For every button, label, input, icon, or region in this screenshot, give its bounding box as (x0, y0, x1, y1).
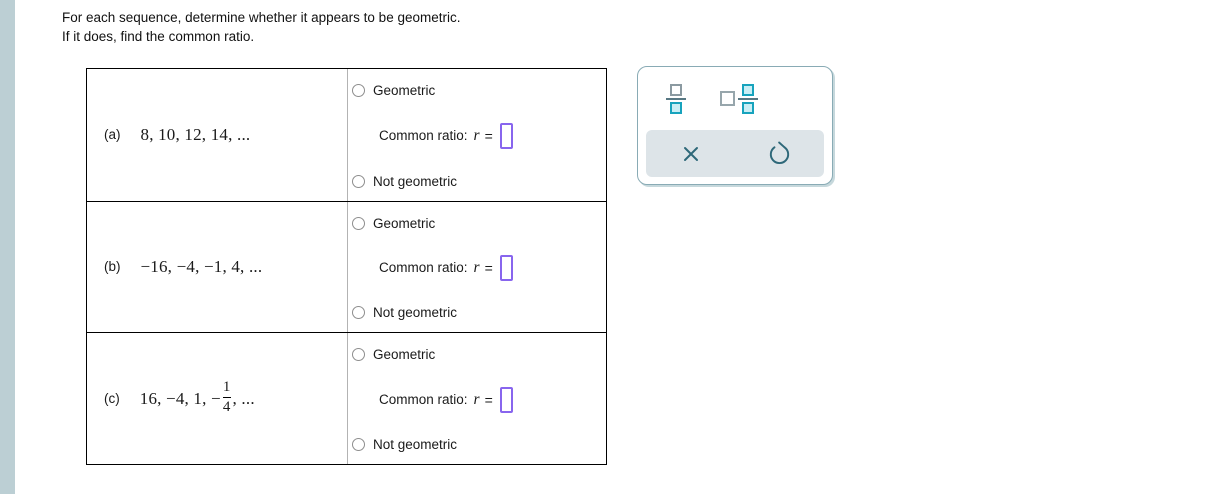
sequence-a: 8, 10, 12, 14, ... (140, 124, 251, 144)
not-geometric-label-c: Not geometric (373, 436, 458, 452)
options-cell-a: Geometric Common ratio: r = Not geometri… (348, 69, 606, 201)
ratio-variable-b: r (473, 258, 480, 276)
left-decoration-bar (0, 0, 15, 494)
fraction-numerator-box-icon (670, 83, 682, 96)
fraction-denominator-box-icon (670, 101, 682, 114)
geometric-label-b: Geometric (373, 215, 436, 231)
fraction-template-icon (666, 83, 686, 114)
sequence-b: −16, −4, −1, 4, ... (140, 256, 263, 276)
not-geometric-radio-a[interactable] (352, 174, 365, 188)
common-ratio-label-b: Common ratio: (379, 260, 468, 276)
common-ratio-line-b: Common ratio: r = (352, 254, 600, 281)
not-geometric-radio-c[interactable] (352, 437, 365, 451)
problem-label-c: (c) (104, 391, 120, 407)
not-geometric-label-a: Not geometric (373, 173, 458, 189)
geometric-label-a: Geometric (373, 83, 436, 98)
sequence-c-before: 16, −4, 1, − (139, 388, 221, 408)
problem-label-b: (b) (104, 259, 121, 275)
problem-row-a: (a) 8, 10, 12, 14, ... Geometric Common … (87, 69, 606, 201)
problem-label-a: (a) (104, 127, 121, 143)
common-ratio-input-c[interactable] (499, 386, 513, 413)
common-ratio-input-a[interactable] (499, 122, 513, 149)
math-toolbox (637, 66, 833, 185)
ratio-variable-c: r (473, 390, 480, 408)
options-cell-c: Geometric Common ratio: r = Not geometri… (348, 333, 606, 464)
undo-icon (769, 141, 790, 165)
undo-button[interactable] (735, 130, 824, 177)
fraction-denominator: 4 (222, 399, 231, 416)
mixed-fraction-bar-icon (738, 97, 758, 100)
sequence-cell-c: (c) 16, −4, 1, − 1 4 , ... (87, 333, 348, 464)
geometric-radio-a[interactable] (352, 84, 365, 97)
geometric-label-c: Geometric (373, 347, 436, 363)
equals-sign-c: = (484, 391, 493, 408)
toolbox-action-strip (646, 130, 824, 177)
options-cell-b: Geometric Common ratio: r = Not geometri… (348, 202, 606, 333)
toolbox-templates-row (638, 67, 832, 130)
sequence-c: 16, −4, 1, − 1 4 , ... (139, 379, 255, 416)
sequence-c-after: , ... (232, 388, 255, 408)
equals-sign-b: = (484, 259, 493, 276)
sequence-cell-a: (a) 8, 10, 12, 14, ... (87, 69, 348, 201)
problem-row-c: (c) 16, −4, 1, − 1 4 , ... Geometric (87, 332, 606, 464)
equals-sign-a: = (484, 127, 493, 144)
mixed-number-template-icon (720, 83, 758, 114)
geometric-option-c[interactable]: Geometric (352, 347, 600, 362)
question-text: For each sequence, determine whether it … (62, 9, 460, 46)
fraction-bar-icon (666, 97, 686, 100)
problem-row-b: (b) −16, −4, −1, 4, ... Geometric Common… (87, 200, 606, 333)
mixed-number-template-button[interactable] (718, 82, 760, 116)
fraction-numerator: 1 (222, 379, 231, 396)
whole-number-box-icon (720, 91, 735, 106)
mixed-fraction-icon (738, 83, 758, 114)
common-ratio-line-c: Common ratio: r = (352, 386, 600, 413)
common-ratio-line-a: Common ratio: r = (352, 122, 600, 149)
ratio-variable-a: r (473, 126, 480, 144)
not-geometric-option-c[interactable]: Not geometric (352, 437, 600, 452)
problems-table: (a) 8, 10, 12, 14, ... Geometric Common … (86, 68, 607, 465)
sequence-c-fraction: 1 4 (222, 379, 231, 416)
fraction-bar (222, 397, 231, 399)
fraction-template-button[interactable] (664, 82, 688, 116)
geometric-radio-b[interactable] (352, 216, 365, 230)
common-ratio-label-c: Common ratio: (379, 392, 468, 408)
not-geometric-option-a[interactable]: Not geometric (352, 174, 600, 189)
common-ratio-label-a: Common ratio: (379, 128, 468, 144)
clear-button[interactable] (646, 130, 735, 177)
geometric-option-b[interactable]: Geometric (352, 216, 600, 231)
not-geometric-radio-b[interactable] (352, 306, 365, 320)
geometric-radio-c[interactable] (352, 348, 365, 362)
mixed-numerator-box-icon (742, 83, 754, 96)
common-ratio-input-b[interactable] (499, 254, 513, 281)
not-geometric-option-b[interactable]: Not geometric (352, 305, 600, 320)
x-icon (683, 146, 698, 161)
question-line-1: For each sequence, determine whether it … (62, 10, 461, 25)
geometric-option-a[interactable]: Geometric (352, 83, 600, 98)
not-geometric-label-b: Not geometric (373, 305, 458, 321)
mixed-denominator-box-icon (742, 101, 754, 114)
question-line-2: If it does, find the common ratio. (62, 28, 255, 44)
sequence-cell-b: (b) −16, −4, −1, 4, ... (87, 201, 348, 333)
